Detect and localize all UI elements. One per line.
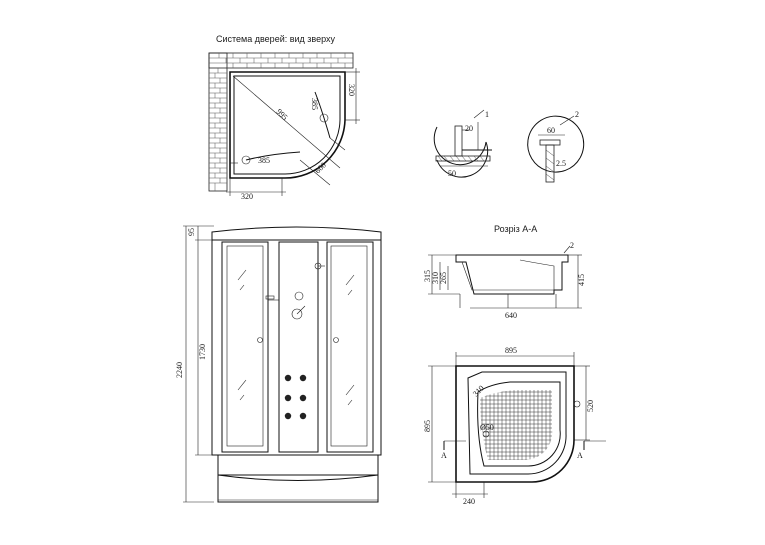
dim-2240: 2240 xyxy=(175,362,184,378)
front-view: 95 1730 2240 xyxy=(175,225,382,503)
dim-895-top: 895 xyxy=(505,346,517,355)
detail-2: 60 2.5 2 xyxy=(527,110,585,183)
dim-415: 415 xyxy=(577,274,586,286)
dim-320-side: 320 xyxy=(347,84,356,96)
dim-95: 95 xyxy=(187,228,196,236)
section-aa-title: Розріз А-А xyxy=(494,224,537,234)
dim-240: 240 xyxy=(463,497,475,506)
anti-slip-grid xyxy=(480,390,553,460)
dim-265: 265 xyxy=(439,272,448,284)
detail-1: 20 50 1 xyxy=(433,109,492,178)
dim-640: 640 xyxy=(505,311,517,320)
detail1-dim-50: 50 xyxy=(448,169,456,178)
dim-diameter-50: Ø50 xyxy=(480,423,494,432)
dim-320-bottom: 320 xyxy=(241,192,253,201)
body-jets xyxy=(284,374,307,420)
dim-310: 310 xyxy=(431,272,440,284)
door-system-title: Система дверей: вид зверху xyxy=(216,34,335,44)
section-mark-a-left: A xyxy=(441,451,447,460)
detail2-dim-60: 60 xyxy=(547,126,555,135)
section-callout: 2 xyxy=(570,241,574,250)
tray-plan: 895 895 520 310 Ø50 A A xyxy=(423,346,606,506)
dim-995: 995 xyxy=(275,107,290,122)
dim-895-left: 895 xyxy=(423,420,432,432)
cabin-outline xyxy=(229,71,346,179)
dim-520: 520 xyxy=(586,400,595,412)
detail2-dim-25: 2.5 xyxy=(556,159,566,168)
detail1-callout: 1 xyxy=(485,110,489,119)
dim-385-a: 385 xyxy=(310,98,319,110)
section-aa: Розріз А-А 640 315 310 265 415 2 xyxy=(423,224,586,320)
section-mark-a-right: A xyxy=(577,451,583,460)
top-view: Система дверей: вид зверху 995 385 320 3… xyxy=(208,34,360,201)
dim-315: 315 xyxy=(423,270,432,282)
brick-wall-pattern xyxy=(208,52,354,192)
door-arc-inner xyxy=(233,75,341,175)
dim-385-b: 385 xyxy=(258,156,270,165)
dim-1730: 1730 xyxy=(198,344,207,360)
detail1-dim-20: 20 xyxy=(465,124,473,133)
dim-310-plan: 310 xyxy=(471,384,486,399)
tray-outline xyxy=(455,365,575,483)
detail2-callout: 2 xyxy=(575,110,579,119)
